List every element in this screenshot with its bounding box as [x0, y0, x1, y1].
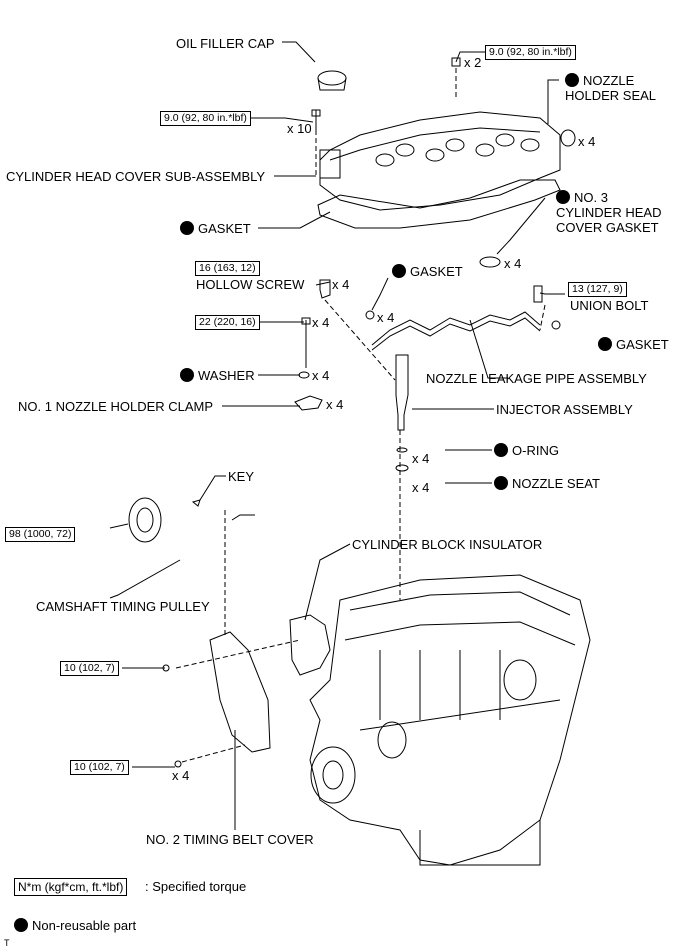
torque-head-cover-bolt: 9.0 (92, 80 in.*lbf) — [160, 111, 251, 126]
nonreusable-dot — [565, 73, 579, 87]
corner-mark: T — [4, 938, 10, 948]
label-oil-filler-cap: OIL FILLER CAP — [176, 36, 275, 51]
nonreusable-dot — [598, 337, 612, 351]
legend-torque-text: : Specified torque — [145, 879, 247, 894]
torque-cover-bolt-1: 10 (102, 7) — [60, 661, 119, 676]
label-no2-timing-belt-cover: NO. 2 TIMING BELT COVER — [146, 832, 314, 847]
qty-clamp: x 4 — [326, 397, 344, 412]
label-gasket-top: GASKET — [180, 221, 251, 236]
label-key: KEY — [228, 469, 255, 484]
nonreusable-dot — [180, 221, 194, 235]
torque-pulley-bolt: 98 (1000, 72) — [5, 527, 76, 542]
qty-seat: x 4 — [412, 480, 430, 495]
label-o-ring: O-RING — [494, 443, 559, 458]
torque-hollow-screw: 16 (163, 12) — [195, 261, 260, 276]
label-injector-assembly: INJECTOR ASSEMBLY — [496, 402, 633, 417]
qty-cover-bolt-2: x 4 — [172, 768, 190, 783]
qty-clamp-bolt: x 4 — [312, 315, 330, 330]
label-no1-nozzle-holder-clamp: NO. 1 NOZZLE HOLDER CLAMP — [18, 399, 214, 414]
label-gasket-right: GASKET — [598, 337, 669, 352]
label-nozzle-seat: NOZZLE SEAT — [494, 476, 600, 491]
legend-nonreusable: Non-reusable part — [14, 918, 136, 934]
nonreusable-dot — [180, 368, 194, 382]
qty-oring: x 4 — [412, 451, 430, 466]
label-camshaft-timing-pulley: CAMSHAFT TIMING PULLEY — [36, 599, 210, 614]
label-no3-cyl-head-cover-gasket: NO. 3 CYLINDER HEAD COVER GASKET — [556, 190, 662, 235]
qty-no3-gasket: x 4 — [504, 256, 522, 271]
qty-nozzle-seal: x 4 — [578, 134, 596, 149]
nonreusable-dot — [494, 476, 508, 490]
qty-head-cover-bolt: x 10 — [287, 121, 312, 136]
nonreusable-dot — [392, 264, 406, 278]
label-washer: WASHER — [180, 368, 255, 383]
label-union-bolt: UNION BOLT — [570, 298, 649, 313]
label-gasket-mid: GASKET — [392, 264, 463, 279]
torque-cover-bolt-top: 9.0 (92, 80 in.*lbf) — [485, 45, 576, 60]
label-nozzle-holder-seal: NOZZLE HOLDER SEAL — [565, 73, 657, 103]
label-cylinder-head-cover: CYLINDER HEAD COVER SUB-ASSEMBLY — [6, 169, 266, 184]
nonreusable-dot — [556, 190, 570, 204]
qty-gasket-mid: x 4 — [377, 310, 395, 325]
torque-union-bolt: 13 (127, 9) — [568, 282, 627, 297]
label-nozzle-leakage-pipe: NOZZLE LEAKAGE PIPE ASSEMBLY — [426, 371, 647, 386]
qty-washer: x 4 — [312, 368, 330, 383]
legend-torque-unit: N*m (kgf*cm, ft.*lbf) — [14, 878, 128, 896]
torque-clamp-bolt: 22 (220, 16) — [195, 315, 260, 330]
label-cylinder-block-insulator: CYLINDER BLOCK INSULATOR — [352, 537, 543, 552]
nonreusable-dot — [494, 443, 508, 457]
label-hollow-screw: HOLLOW SCREW — [196, 277, 305, 292]
torque-cover-bolt-2: 10 (102, 7) — [70, 760, 129, 775]
qty-hollow-screw: x 4 — [332, 277, 350, 292]
qty-cover-bolt-top: x 2 — [464, 55, 482, 70]
nonreusable-dot — [14, 918, 28, 932]
